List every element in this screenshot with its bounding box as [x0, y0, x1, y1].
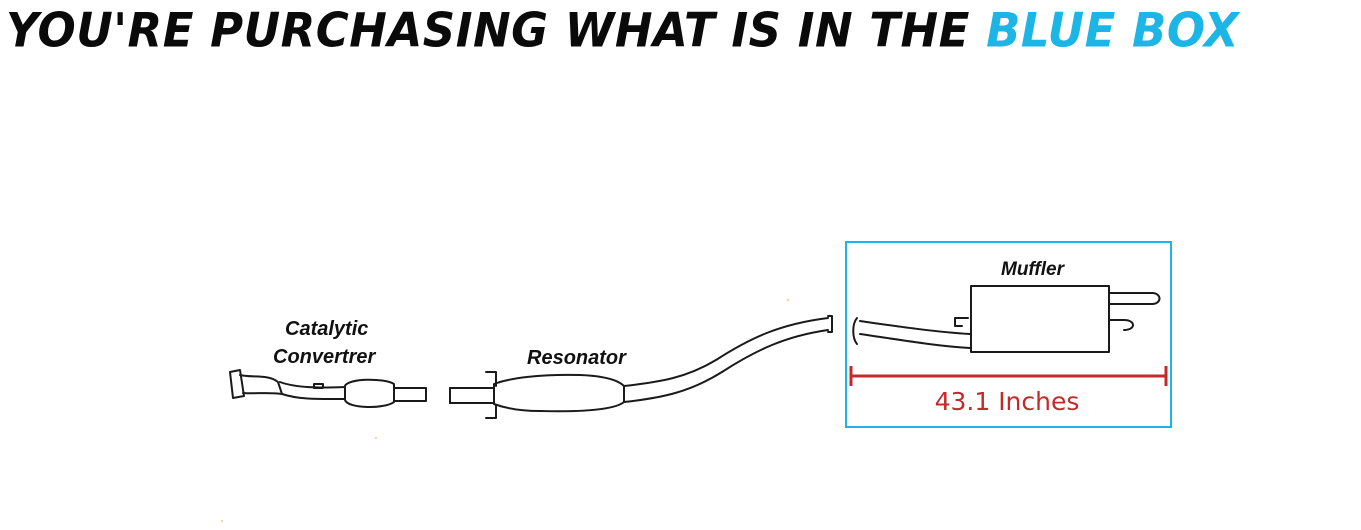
catalytic-converter-label-line1: Catalytic: [285, 318, 369, 340]
muffler-inlet-pipe-top: [859, 320, 971, 335]
resonator-body: [493, 373, 625, 413]
headline-lead: YOU'RE PURCHASING WHAT IS IN THE: [6, 3, 970, 59]
resonator-drawing: [449, 315, 833, 419]
headline-accent: BLUE BOX: [986, 3, 1240, 59]
scan-artifacts: [220, 298, 790, 523]
muffler-inlet-pipe-bottom: [859, 333, 971, 349]
catalytic-inlet-pipe-bottom: [281, 393, 346, 401]
catalytic-tab: [313, 383, 324, 389]
mid-pipe-end: [827, 315, 833, 333]
catalytic-body: [344, 378, 395, 408]
measurement-line: [849, 366, 1168, 386]
catalytic-inlet-pipe-top: [279, 381, 346, 389]
resonator-hanger-bottom: [485, 404, 497, 419]
muffler-hanger-left: [954, 317, 969, 327]
catalytic-inlet-cone: [239, 374, 283, 395]
catalytic-converter-drawing: [229, 369, 427, 408]
catalytic-converter-label-line2: Convertrer: [273, 346, 376, 368]
muffler-body: [970, 285, 1110, 353]
catalytic-flange: [229, 369, 245, 399]
resonator-hanger-top: [485, 371, 497, 387]
muffler-tailpipe: [1108, 292, 1161, 305]
measurement-label: 43.1 Inches: [934, 387, 1080, 416]
mid-pipe-bottom: [623, 329, 829, 403]
muffler-drawing: [852, 285, 1161, 353]
catalytic-outlet-pipe: [393, 387, 427, 402]
headline: YOU'RE PURCHASING WHAT IS IN THE BLUE BO…: [6, 2, 1356, 60]
muffler-inlet-flange: [852, 317, 858, 345]
mid-pipe-top: [623, 317, 829, 387]
muffler-label: Muffler: [1001, 259, 1064, 280]
highlight-box: [845, 241, 1172, 428]
resonator-label: Resonator: [527, 347, 626, 369]
muffler-hanger-right: [1108, 319, 1134, 331]
